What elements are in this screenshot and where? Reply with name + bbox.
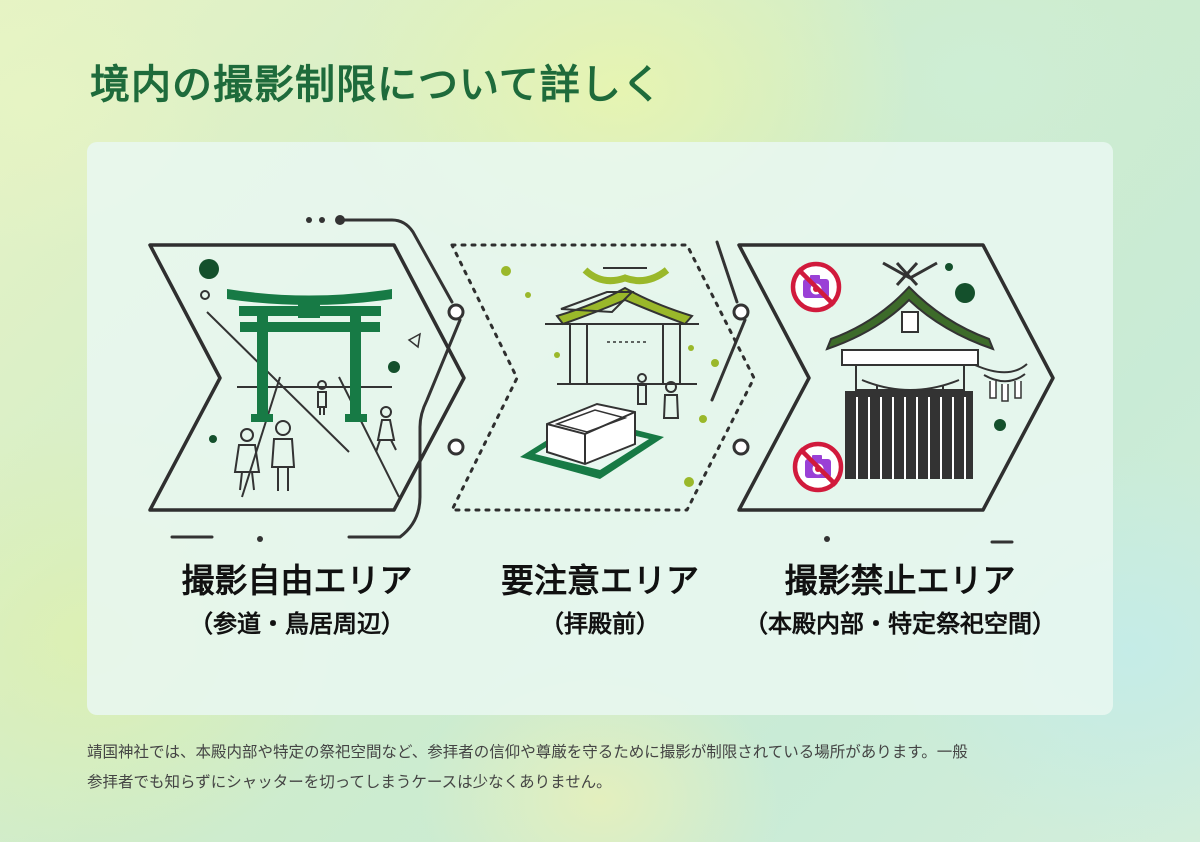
zone-caution-subtitle: （拝殿前） (540, 610, 660, 638)
chevron-frame-prohibited-zone (737, 243, 1055, 512)
connector-nodes (447, 303, 750, 456)
infographic-panel: 撮影自由エリア （参道・鳥居周辺） 要注意エリア （拝殿前） 撮影禁止エリア （… (87, 142, 1113, 715)
chevron-frame-caution-zone (450, 243, 756, 512)
description-line: 参拝者でも知らずにシャッターを切ってしまうケースは少なくありません。 (87, 773, 612, 791)
connector-lines (170, 218, 1014, 544)
zone-caution-title: 要注意エリア (501, 561, 699, 600)
description-paragraph: 靖国神社では、本殿内部や特定の祭祀空間など、参拝者の信仰や尊厳を守るために撮影が… (87, 737, 1117, 797)
honden-sanctuary-icon (825, 261, 1028, 479)
pedestrian-figures (233, 380, 397, 491)
torii-gate-icon (199, 259, 421, 498)
zone-free-subtitle: （参道・鳥居周辺） (189, 610, 405, 638)
zone-free-title: 撮影自由エリア (181, 561, 413, 600)
page-title: 境内の撮影制限について詳しく (90, 61, 663, 108)
zone-prohibited-title: 撮影禁止エリア (784, 561, 1016, 600)
photography-zones-illustration (148, 215, 1055, 544)
connector-dots (257, 215, 830, 542)
haiden-hall-icon (501, 266, 719, 487)
chevron-frame-free-zone (148, 243, 466, 512)
zone-prohibited-subtitle: （本殿内部・特定祭祀空間） (744, 610, 1056, 638)
description-line: 靖国神社では、本殿内部や特定の祭祀空間など、参拝者の信仰や尊厳を守るために撮影が… (87, 743, 968, 761)
no-camera-icon (790, 261, 842, 313)
no-camera-icon (792, 441, 844, 493)
